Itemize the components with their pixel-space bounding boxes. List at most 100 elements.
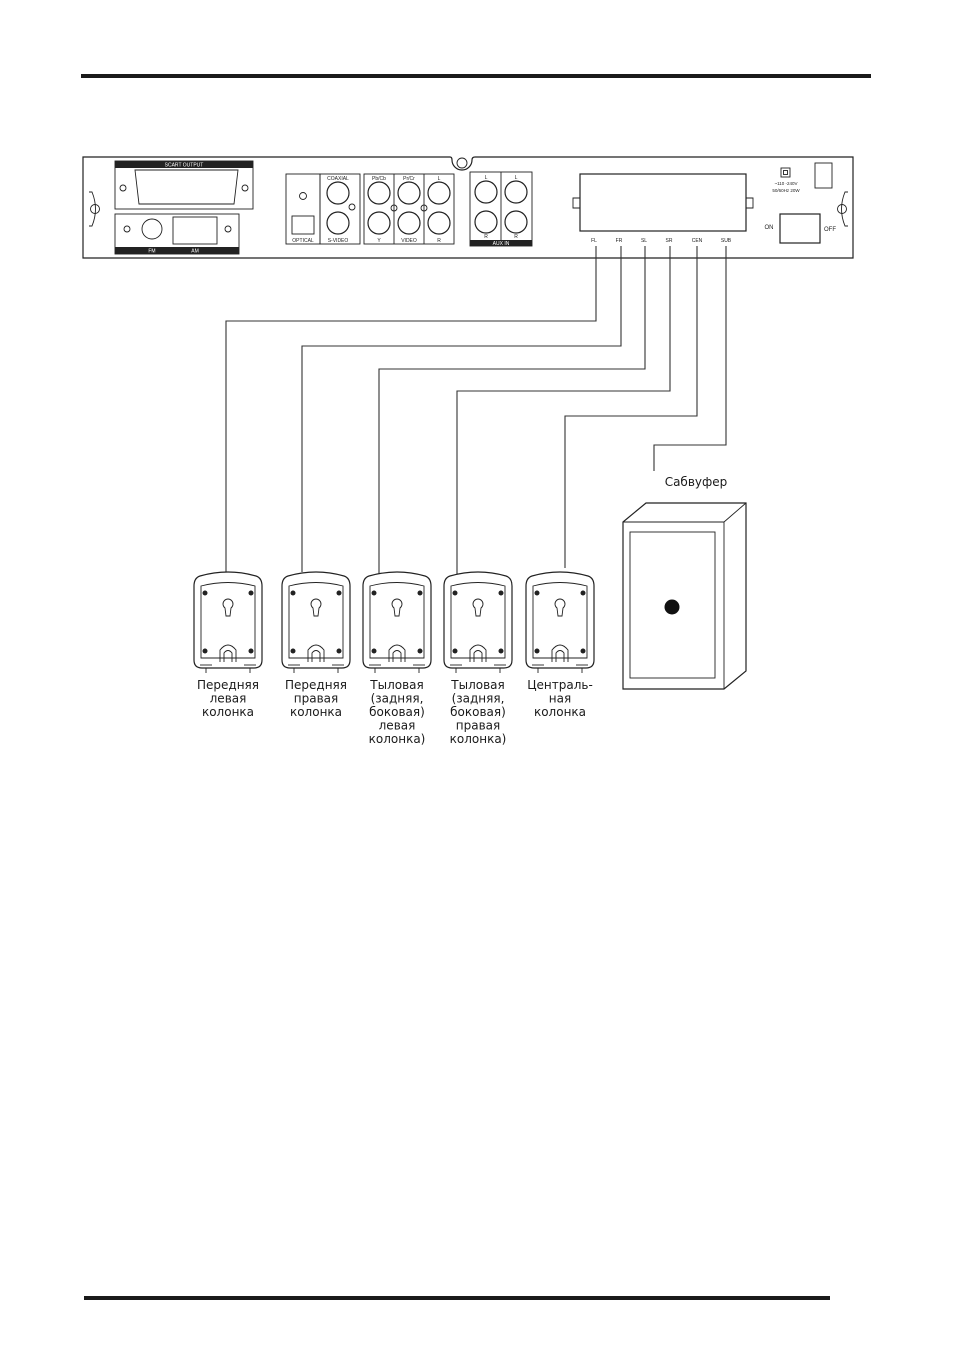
wire-cen: [565, 246, 697, 568]
screw-icon: [337, 591, 342, 596]
screw-icon: [372, 649, 377, 654]
speaker-caption-center-line-1: Централь-: [527, 678, 593, 692]
subwoofer-port-icon: [665, 600, 680, 615]
am-terminal-icon: [173, 217, 217, 244]
speakers-group: [194, 572, 594, 673]
coaxial-jack-icon: [327, 182, 349, 204]
power-switch[interactable]: [780, 214, 820, 243]
video-audio-outputs: Pb/Cb Pr/Cr L Y VIDEO R: [364, 174, 454, 244]
keyhole-icon: [473, 599, 483, 616]
scart-label: SCART OUTPUT: [165, 163, 204, 169]
on-label: ON: [765, 225, 774, 231]
top-rule: [81, 74, 871, 78]
speaker-caption-rear-right-line-1: Тыловая: [450, 678, 504, 692]
speaker-caption-front-right-line-2: правая: [294, 692, 338, 706]
speaker-caption-front-left-line-1: Передняя: [197, 678, 259, 692]
speaker-caption-center-line-2: ная: [549, 692, 571, 706]
off-label: OFF: [824, 227, 836, 233]
screw-icon: [203, 649, 208, 654]
subwoofer-label: Сабвуфер: [665, 475, 728, 489]
screw-icon: [291, 649, 296, 654]
keyhole-icon: [555, 599, 565, 616]
power-rating-line1: ~110 -240V: [774, 181, 797, 186]
speaker-caption-rear-right-line-3: боковая): [450, 705, 506, 719]
am-label: AM: [191, 249, 199, 255]
speaker-caption-front-left-line-2: левая: [210, 692, 247, 706]
aux-r-label: R: [484, 234, 488, 240]
power-rating-line2: 50/60Hz 20W: [772, 188, 800, 193]
scart-output: SCART OUTPUT: [115, 161, 253, 209]
wire-fr: [302, 246, 621, 572]
screw-icon: [337, 649, 342, 654]
video-label: VIDEO: [401, 238, 417, 244]
aux-l-label-2: L: [515, 175, 518, 181]
l-label: L: [438, 176, 441, 182]
screw-icon: [581, 591, 586, 596]
speaker-front-right: [282, 572, 350, 673]
wire-sub: [654, 246, 726, 471]
wire-sl: [379, 246, 645, 574]
fm-connector-icon: [142, 219, 162, 239]
keyhole-icon: [311, 599, 321, 616]
rear-panel: SCART OUTPUT FM AM OPTICAL COAXIAL: [83, 157, 853, 258]
coaxial-label: COAXIAL: [327, 176, 349, 182]
screw-icon: [120, 185, 126, 191]
y-jack-icon: [368, 212, 390, 234]
r-label: R: [437, 238, 441, 244]
speaker-caption-front-right-line-1: Передняя: [285, 678, 347, 692]
speaker-rear-right: [444, 572, 512, 673]
screw-icon: [242, 185, 248, 191]
screw-icon: [291, 591, 296, 596]
terminal-icon: [552, 645, 568, 662]
optical-port-icon: [292, 216, 314, 234]
pr-label: Pr/Cr: [403, 176, 415, 182]
bottom-rule: [84, 1296, 830, 1300]
speaker-caption-rear-right-line-4: правая: [456, 719, 500, 733]
speaker-caption-rear-left-line-4: левая: [379, 719, 416, 733]
output-label-sub: SUB: [721, 238, 732, 244]
wire-sr: [457, 246, 670, 574]
antenna-inputs: FM AM: [115, 214, 239, 255]
screw-icon: [249, 649, 254, 654]
video-jack-icon: [398, 212, 420, 234]
speaker-caption-rear-right-line-2: (задняя,: [452, 692, 505, 706]
svideo-jack-icon: [327, 212, 349, 234]
keyhole-icon: [223, 599, 233, 616]
aux-inputs: L L R R AUX IN: [470, 172, 532, 247]
speaker-caption-rear-left-line-3: боковая): [369, 705, 425, 719]
speaker-center: [526, 572, 594, 673]
pb-jack-icon: [368, 182, 390, 204]
speaker-captions: ПередняялеваяколонкаПередняяправаяколонк…: [197, 678, 593, 746]
double-insulation-icon: [781, 168, 790, 177]
speaker-caption-rear-right-line-5: колонка): [450, 732, 507, 746]
speaker-caption-rear-left-line-5: колонка): [369, 732, 426, 746]
keyhole-icon: [392, 599, 402, 616]
audio-r-jack-icon: [428, 212, 450, 234]
subwoofer: Сабвуфер: [623, 475, 746, 689]
y-label: Y: [377, 238, 381, 244]
terminal-icon: [389, 645, 405, 662]
speaker-caption-center-line-3: колонка: [534, 705, 586, 719]
speaker-front-left: [194, 572, 262, 673]
speaker-caption-rear-left-line-1: Тыловая: [369, 678, 423, 692]
aux-jack-icon: [505, 181, 527, 203]
speaker-rear-left: [363, 572, 431, 673]
screw-icon: [249, 591, 254, 596]
screw-icon: [499, 591, 504, 596]
speaker-caption-front-right-line-3: колонка: [290, 705, 342, 719]
output-label-cen: CEN: [692, 238, 703, 244]
pr-jack-icon: [398, 182, 420, 204]
digital-outputs: OPTICAL COAXIAL S-VIDEO: [286, 174, 360, 244]
terminal-icon: [220, 645, 236, 662]
optical-label: OPTICAL: [292, 238, 314, 244]
aux-in-label: AUX IN: [493, 241, 510, 247]
screw-icon: [535, 591, 540, 596]
aux-r-label-2: R: [514, 234, 518, 240]
fm-label: FM: [148, 249, 155, 255]
speaker-wires: [226, 246, 726, 574]
speaker-caption-front-left-line-3: колонка: [202, 705, 254, 719]
wire-fl: [226, 246, 596, 572]
aux-jack-icon: [505, 211, 527, 233]
